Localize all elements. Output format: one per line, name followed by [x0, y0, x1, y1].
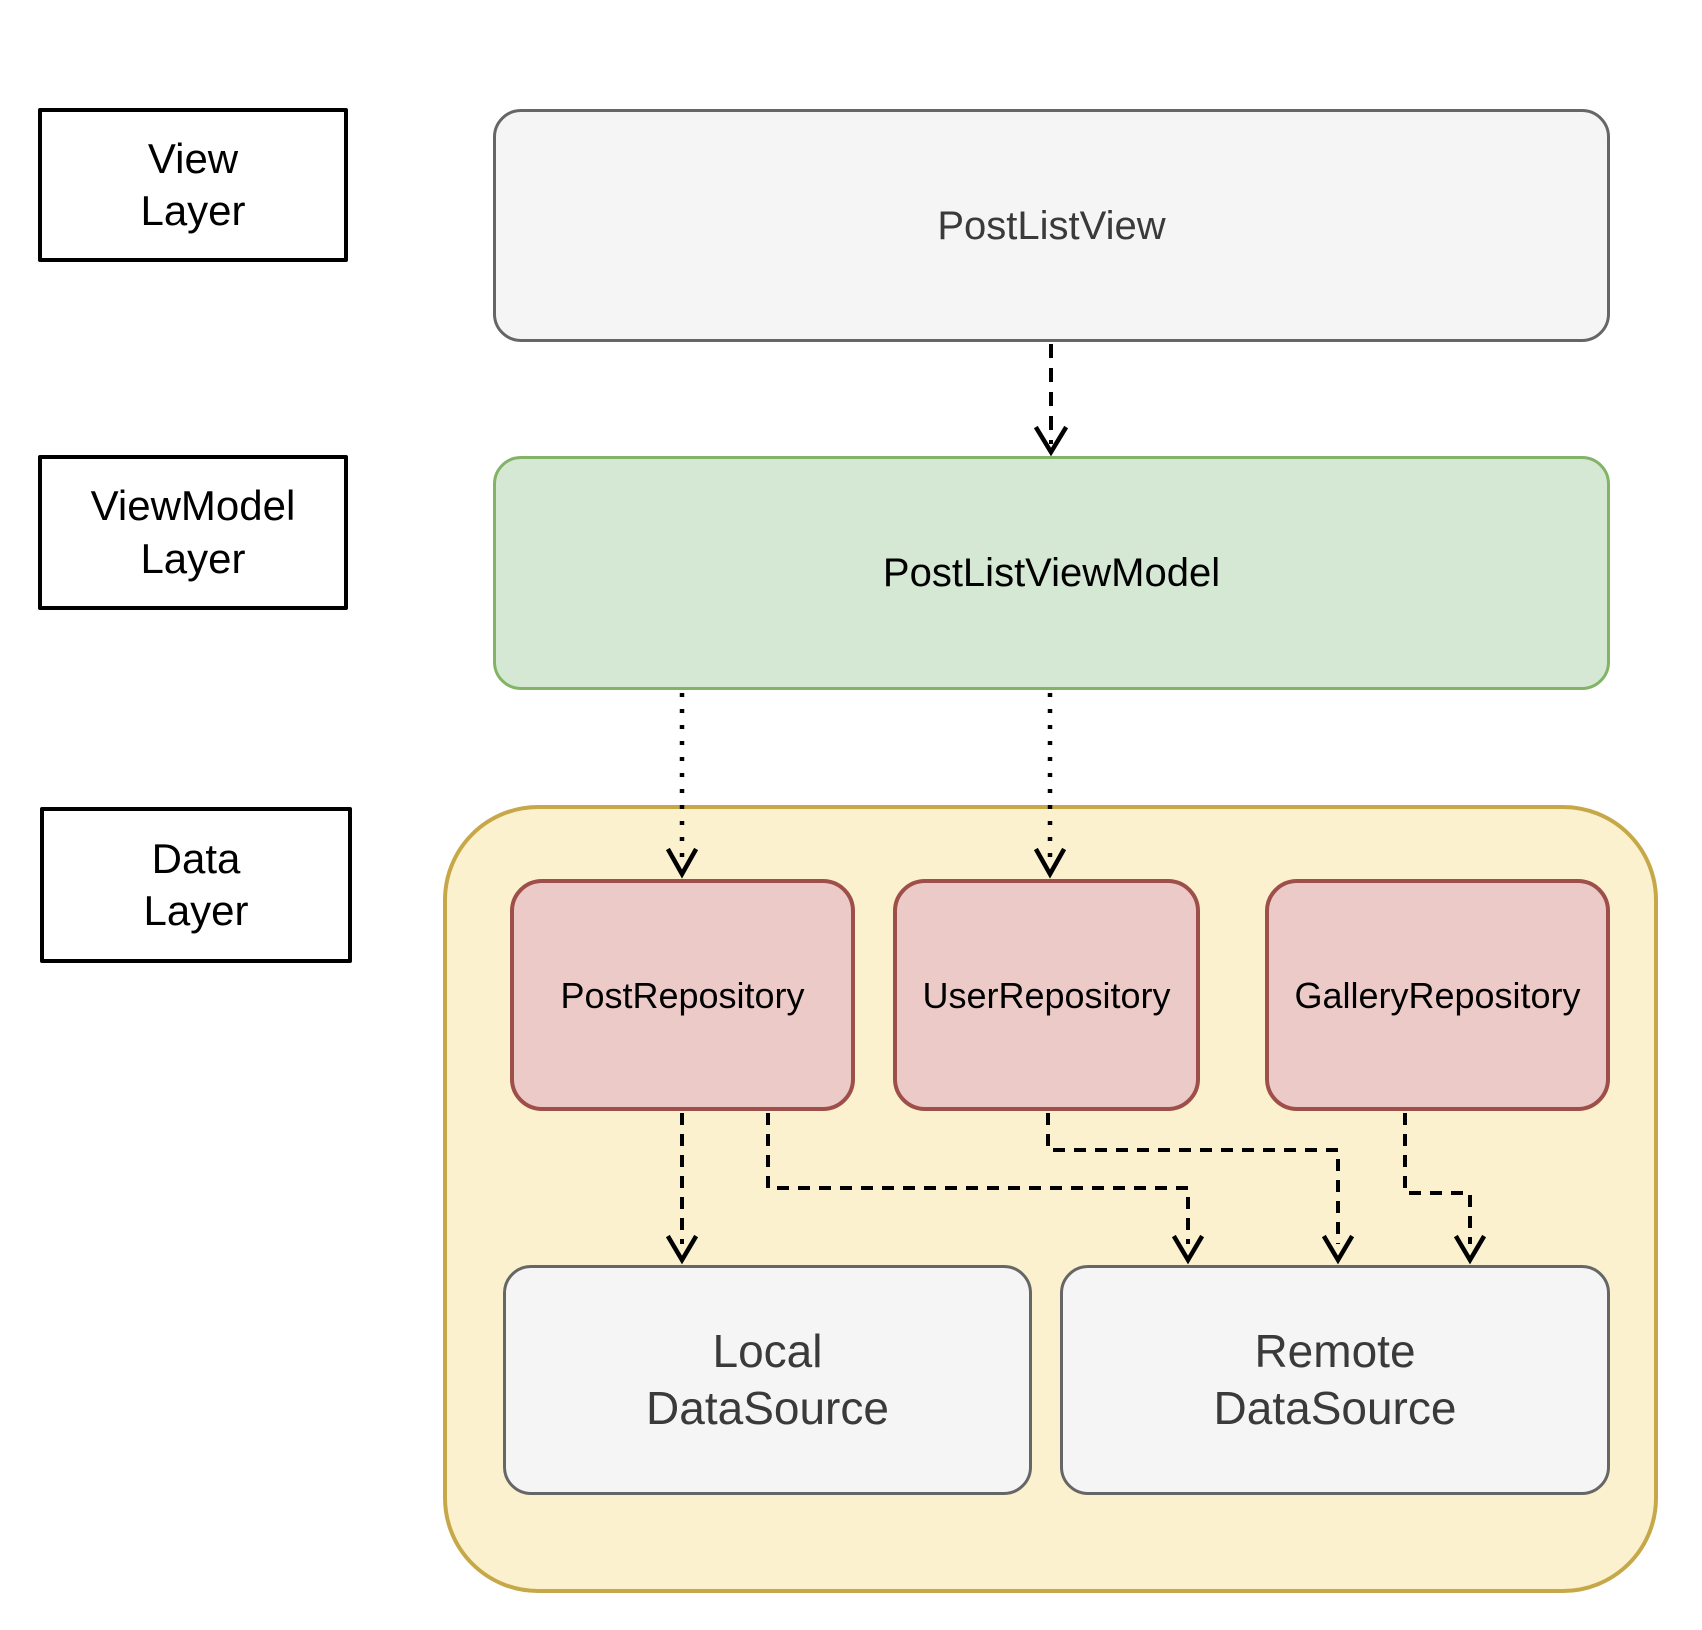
node-postrepository: PostRepository [510, 879, 855, 1111]
node-userrepository: UserRepository [893, 879, 1200, 1111]
node-remote-datasource: Remote DataSource [1060, 1265, 1610, 1495]
arrow-postlistview-to-postlistviewmodel [1033, 344, 1069, 457]
viewmodel-layer-label: ViewModel Layer [38, 455, 348, 610]
view-layer-label: View Layer [38, 108, 348, 262]
data-layer-label: Data Layer [40, 807, 352, 963]
node-galleryrepository: GalleryRepository [1265, 879, 1610, 1111]
node-local-datasource: Local DataSource [503, 1265, 1032, 1495]
node-postlistview: PostListView [493, 109, 1610, 342]
node-postlistviewmodel: PostListViewModel [493, 456, 1610, 690]
